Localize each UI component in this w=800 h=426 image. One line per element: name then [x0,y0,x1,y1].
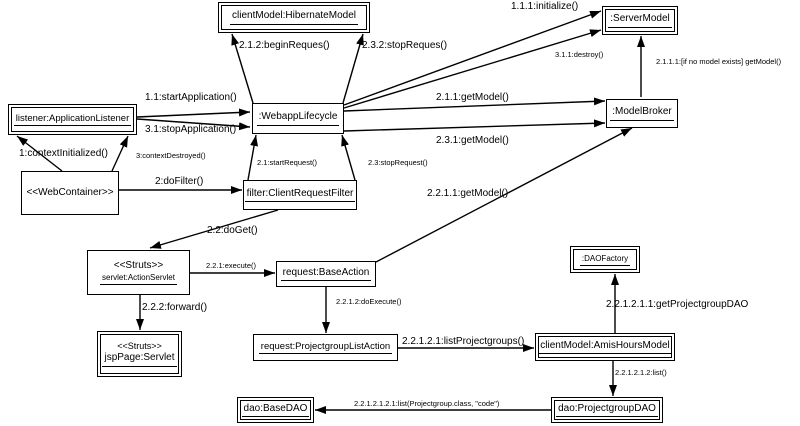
arrow-get-model-231 [343,119,606,132]
node-label: :ServerModel [608,13,672,28]
arrow-do-get [149,209,279,249]
node-label: servlet:ActionServlet [100,273,177,285]
label-get-projectgroup-dao: 2.2.1.2.1.1:getProjectgroupDAO [606,299,749,310]
node-label: :DAOFactory [579,254,631,266]
label-initialize: 1.1.1:initialize() [511,1,579,12]
arrow-get-model-2211 [375,127,633,263]
label-do-execute: 2.2.1.2:doExecute() [336,297,402,306]
node-server-model: :ServerModel [602,6,678,35]
label-do-filter: 2:doFilter() [155,176,204,187]
node-projectgroup-list-action: request:ProjectgroupListAction [253,334,398,361]
node-base-dao: dao:BaseDAO [237,397,314,423]
node-label: filter:ClientRequestFilter [244,188,356,203]
node-dao-factory: :DAOFactory [570,246,640,273]
label-get-model-231: 2.3.1:getModel() [436,135,509,146]
label-stop-application: 3.1:stopApplication() [145,124,237,135]
arrow-initialize [343,10,602,106]
label-context-destroyed: 3:contextDestroyed() [136,151,206,160]
arrow-stop-application [136,118,251,131]
label-begin-request: 2.1.2:beginReques() [239,40,330,51]
node-label: jspPage:Servlet [102,352,177,367]
node-base-action: request:BaseAction [276,261,376,287]
arrow-destroy [343,29,602,109]
arrow-stop-request [341,134,356,181]
label-destroy: 3.1.1:destroy() [555,50,604,59]
arrow-start-request [247,134,259,181]
node-label: listener:ApplicationListener [13,113,132,127]
node-stereotype: <<Struts>> [117,341,162,352]
arrow-get-model-211 [343,97,606,112]
node-label: clientModel:AmisHoursModel [538,340,672,355]
label-do-get: 2.2:doGet() [207,225,258,236]
arrow-stop-request-232 [342,33,364,104]
node-stereotype: <<Struts>> [113,260,164,272]
label-start-application: 1.1:startApplication() [145,92,237,103]
node-label: request:ProjectgroupListAction [258,341,393,355]
label-get-model-211: 2.1.1:getModel() [436,92,509,103]
node-label: <<WebContainer>> [26,186,114,198]
node-label: :ModelBroker [610,106,674,121]
label-context-initialized: 1:contextInitialized() [19,148,108,159]
label-stop-request: 2.3:stopRequest() [368,158,428,167]
node-application-listener: listener:ApplicationListener [8,104,137,135]
node-label: dao:BaseDAO [241,403,310,418]
node-webapp-lifecycle: :WebappLifecycle [252,103,344,134]
label-no-model-get-model: 2.1.1.1:[if no model exists] getModel() [656,57,782,66]
label-get-model-2211: 2.2.1.1:getModel() [427,188,509,199]
node-label: clientModel:HibernateModel [230,10,358,25]
node-client-request-filter: filter:ClientRequestFilter [243,180,357,210]
node-jsp-page: <<Struts>> jspPage:Servlet [97,331,182,377]
label-list-projectgroups: 2.2.1.2.1:listProjectgroups() [402,336,525,347]
label-list-full: 2.2.1.2.1.2.1:list(Projectgroup.class, "… [354,399,500,408]
node-hibernate-model: clientModel:HibernateModel [218,2,370,33]
node-label: dao:ProjectgroupDAO [556,403,658,418]
arrow-start-application [136,108,251,118]
node-label: request:BaseAction [280,267,372,282]
label-list: 2.2.1.2.1.2:list() [615,368,667,377]
node-amis-hours-model: clientModel:AmisHoursModel [535,333,675,361]
node-label: :WebappLifecycle [256,111,340,126]
arrow-context-initialized [16,135,63,172]
label-execute: 2.2.1:execute() [206,261,257,270]
arrow-begin-request [231,33,254,104]
label-stop-request-232: 2.3.2:stopReques() [362,40,448,51]
arrow-context-destroyed [111,135,129,172]
node-projectgroup-dao: dao:ProjectgroupDAO [551,397,663,423]
node-model-broker: :ModelBroker [606,99,678,128]
node-web-container: <<WebContainer>> [21,171,119,215]
label-start-request: 2.1:startRequest() [257,158,318,167]
node-action-servlet: <<Struts>> servlet:ActionServlet [87,250,190,295]
label-forward: 2.2.2:forward() [142,302,208,313]
